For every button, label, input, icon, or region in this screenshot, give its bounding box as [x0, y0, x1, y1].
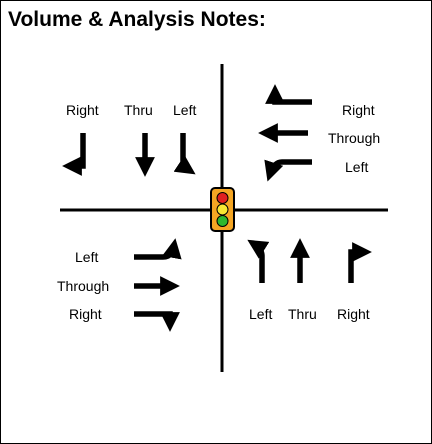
eastbound-through-label: Through — [57, 278, 110, 294]
page-title: Volume & Analysis Notes: — [8, 8, 266, 31]
northbound-right-turn-arrow-icon — [348, 242, 372, 283]
westbound-left-turn-arrow-icon — [264, 159, 312, 182]
eastbound-left-label: Left — [75, 249, 99, 265]
southbound-left-label: Left — [173, 102, 197, 118]
eastbound-right-label: Right — [69, 306, 102, 322]
eastbound-left-turn-arrow-icon — [134, 238, 182, 260]
westbound-right-label: Right — [342, 102, 375, 118]
northbound-right-label: Right — [337, 306, 370, 322]
northbound-left-turn-arrow-icon — [247, 239, 270, 283]
northbound-thru-label: Thru — [288, 306, 317, 322]
southbound-thru-label: Thru — [124, 102, 153, 118]
southbound-right-label: Right — [66, 102, 99, 118]
eastbound-right-turn-arrow-icon — [134, 311, 180, 332]
westbound-right-turn-arrow-icon — [265, 84, 312, 105]
traffic-signal-icon — [210, 187, 235, 232]
southbound-left-turn-arrow-icon — [173, 133, 196, 175]
northbound-left-label: Left — [249, 306, 273, 322]
southbound-right-turn-arrow-icon — [62, 133, 86, 176]
westbound-left-label: Left — [345, 159, 369, 175]
westbound-through-label: Through — [328, 130, 381, 146]
